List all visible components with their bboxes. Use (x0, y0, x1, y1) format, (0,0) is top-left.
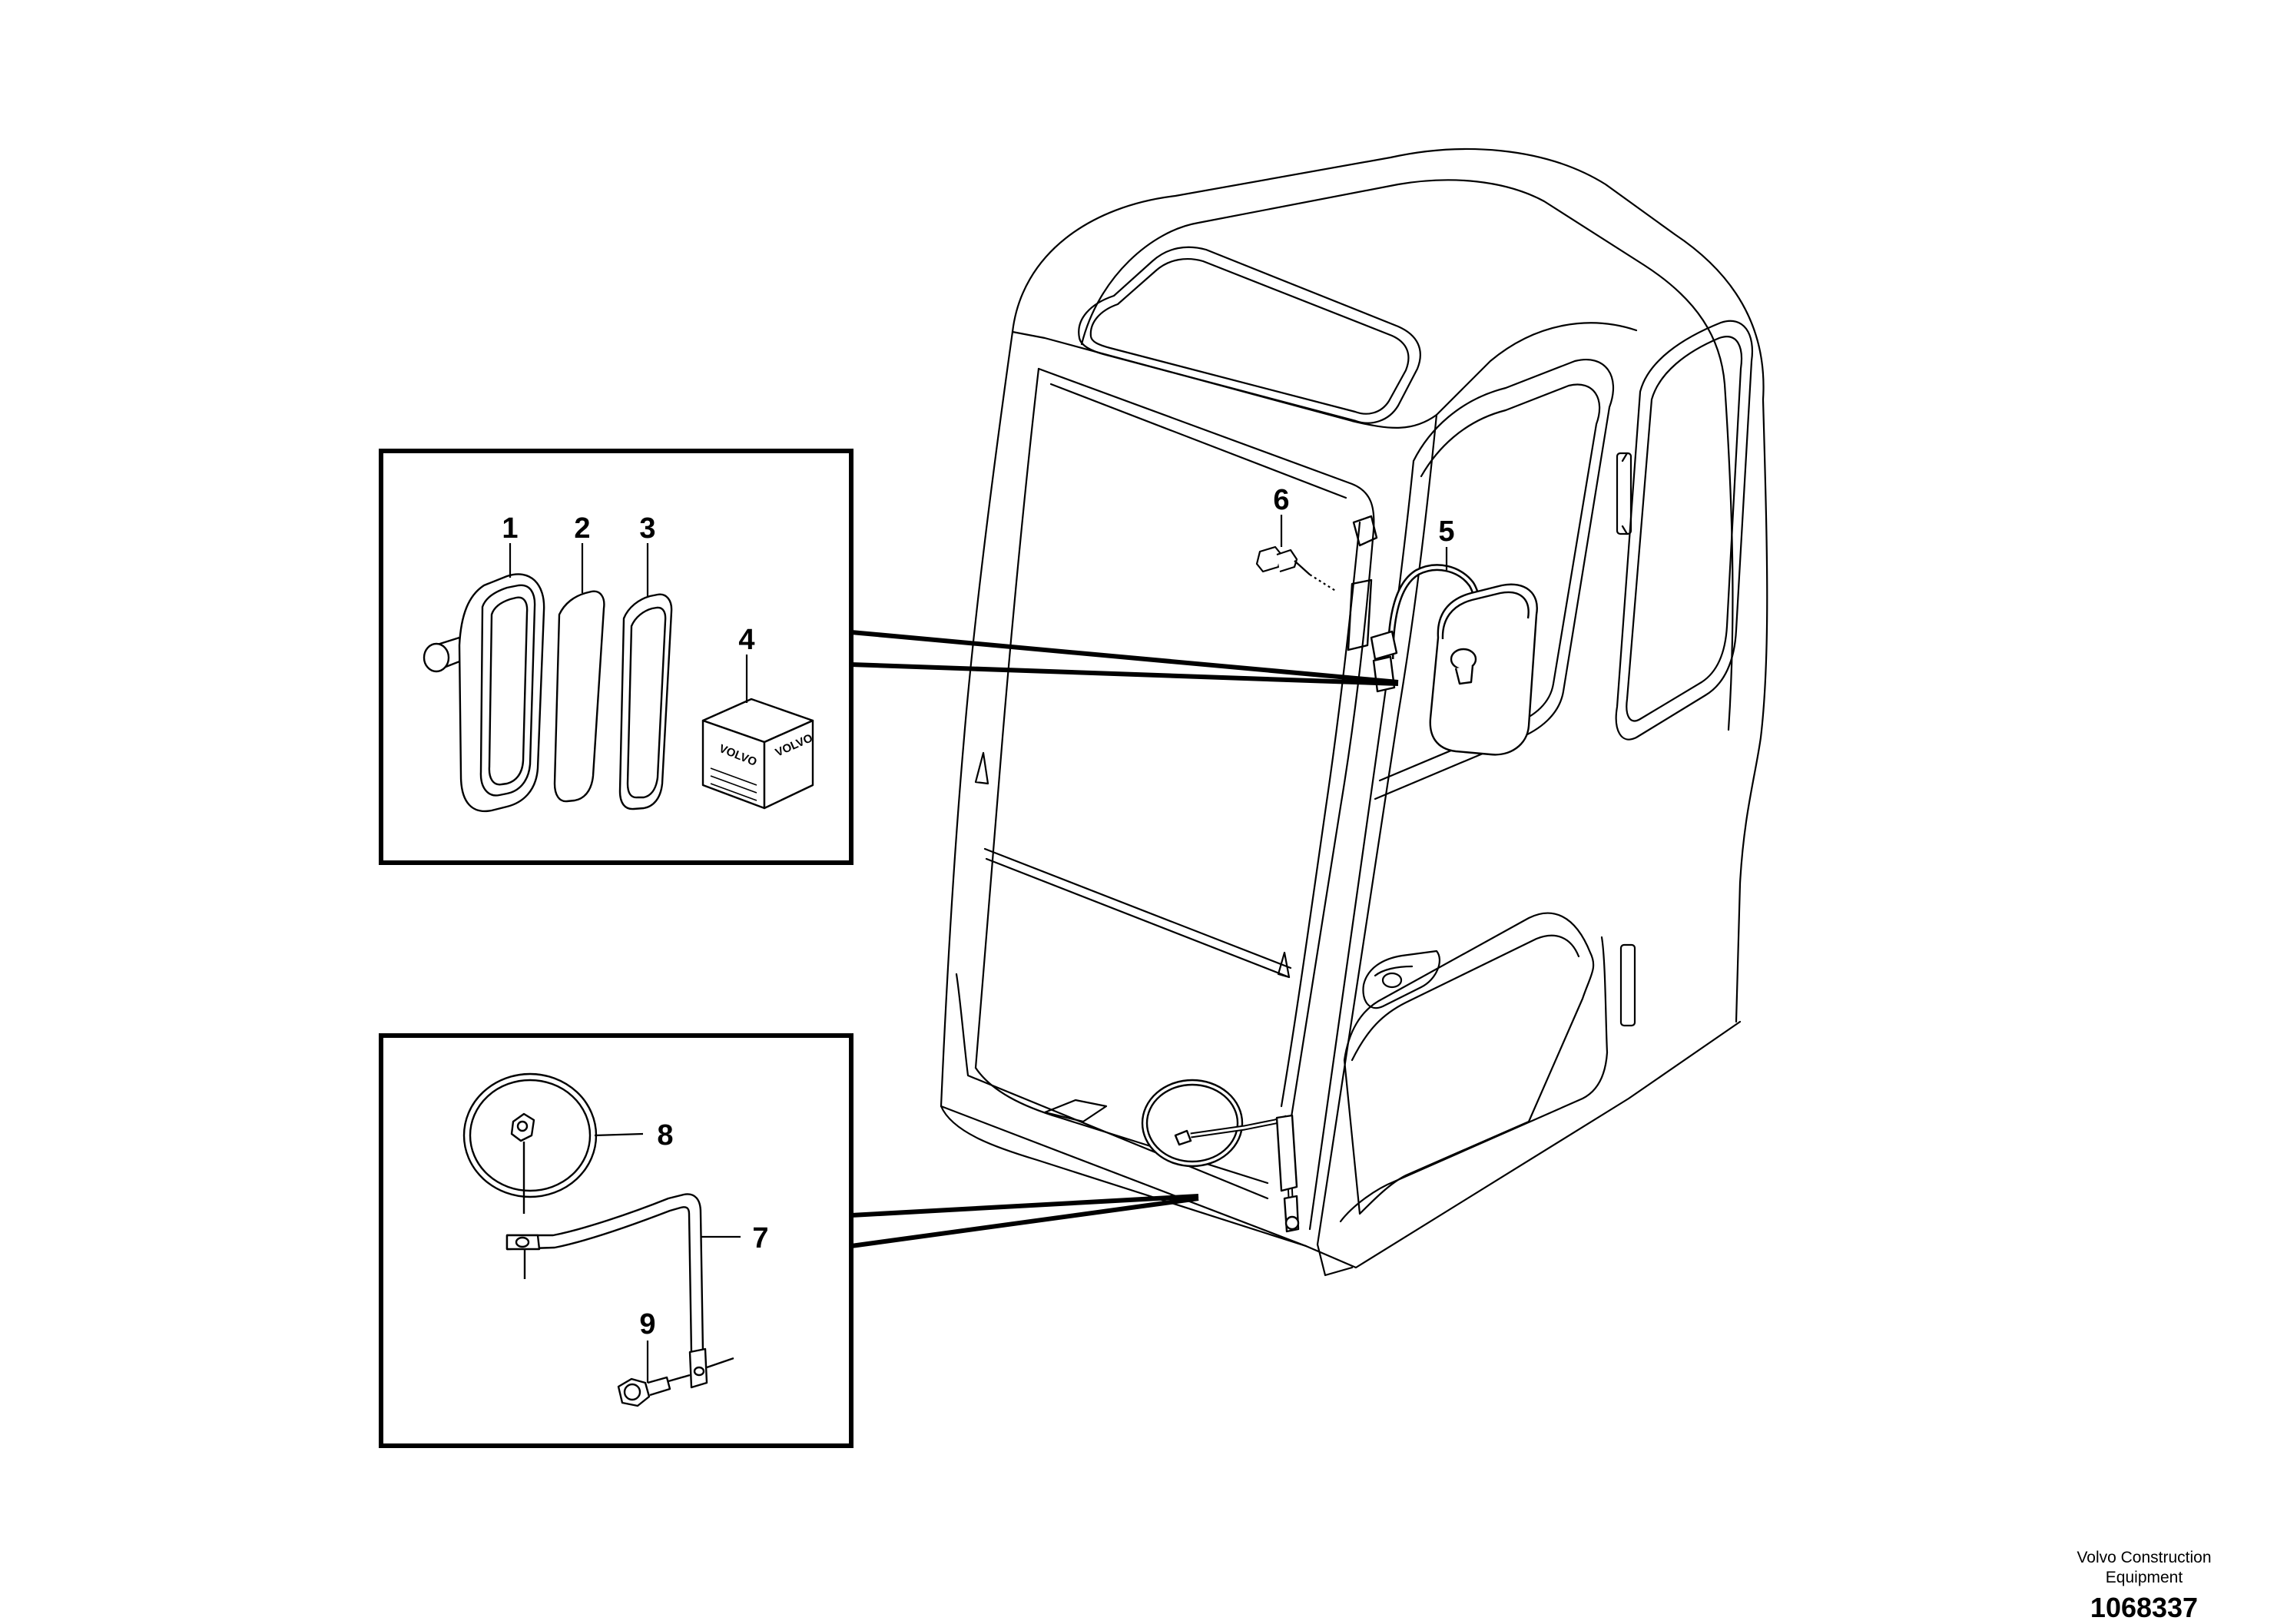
drawing-number: 1068337 (2090, 1592, 2199, 1623)
part-2-mirror-glass (553, 590, 605, 803)
callout-2: 2 (574, 512, 590, 545)
part-4-kit-box: VOLVO VOLVO (701, 698, 815, 810)
part-7-mirror-arm (505, 1193, 734, 1389)
cab-rectangular-mirror (1347, 515, 1538, 756)
company-line-1: Volvo Construction (2077, 1549, 2212, 1566)
company-line-2: Equipment (2105, 1569, 2183, 1586)
callout-7: 7 (752, 1222, 768, 1254)
callout-leaders (509, 515, 1448, 1383)
callout-1: 1 (502, 512, 518, 545)
screw-6-on-cab (1255, 545, 1337, 592)
callout-labels: 1 2 3 4 5 6 7 8 9 (502, 484, 1454, 1341)
part-1-mirror-housing (423, 573, 545, 813)
callout-3: 3 (639, 512, 655, 545)
part-3-mirror-frame (618, 593, 673, 810)
cab-round-mirror (1141, 1079, 1300, 1233)
callout-4: 4 (738, 624, 754, 656)
operator-cab (940, 147, 1768, 1277)
callout-5: 5 (1438, 515, 1454, 548)
callout-6: 6 (1273, 484, 1289, 516)
callout-9: 9 (639, 1308, 655, 1341)
part-8-round-mirror (462, 1072, 598, 1214)
company-name: Volvo Construction Equipment (2044, 1548, 2244, 1588)
detail-leader-lines (850, 630, 1399, 1248)
callout-8: 8 (657, 1119, 673, 1152)
part-9-bolt (617, 1374, 691, 1407)
detail-box-lower (379, 1033, 853, 1448)
